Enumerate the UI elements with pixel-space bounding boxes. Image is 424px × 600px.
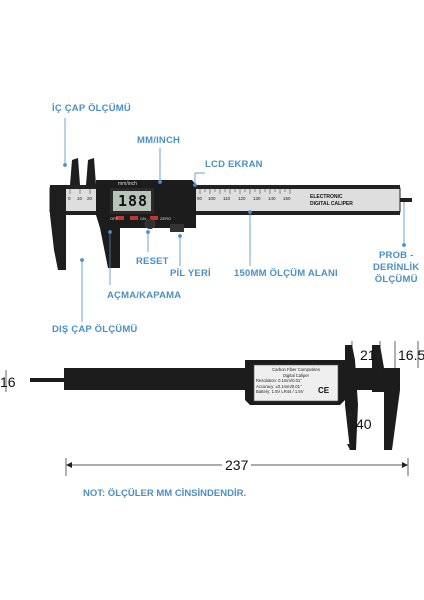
- dim-40: 40: [356, 416, 372, 432]
- callout-lcd: LCD EKRAN: [205, 159, 263, 170]
- beam-title-1: ELECTRONIC: [310, 194, 343, 200]
- callout-battery: PİL YERİ: [170, 268, 211, 279]
- lcd-screen: [113, 191, 151, 211]
- dim-16: 16: [0, 374, 16, 390]
- on-label: ON: [140, 216, 146, 221]
- back-label-line4: Accuracy: ±0.1mm/0.01": [256, 383, 302, 389]
- slider-inner-jaw: [86, 158, 96, 185]
- back-label-text: Carbon Fiber Composites Digital Caliper …: [256, 367, 336, 395]
- zero-button[interactable]: [150, 216, 158, 220]
- back-label-line1: Carbon Fiber Composites: [272, 367, 320, 372]
- on-button[interactable]: [130, 216, 138, 220]
- callout-reset: RESET: [136, 256, 169, 267]
- tick-120: 120: [238, 196, 246, 201]
- back-fixed-jaw: [372, 345, 400, 450]
- mm-inch-label: mm/inch: [118, 181, 137, 187]
- tick-150: 150: [283, 196, 291, 201]
- tick-0: 0: [68, 196, 71, 201]
- beam-scale-ticks: [69, 189, 291, 194]
- dim-16-5: 16.5: [398, 347, 424, 363]
- off-label: OFF: [110, 216, 118, 221]
- tick-100: 100: [208, 196, 216, 201]
- off-button[interactable]: [116, 216, 124, 220]
- callout-probe-line2: DERİNLİK: [373, 262, 420, 273]
- depth-probe: [400, 198, 412, 202]
- tick-110: 110: [223, 196, 231, 201]
- dim-21: 21: [360, 347, 376, 363]
- callout-probe-line1: PROB -: [379, 250, 414, 261]
- units-note: NOT: ÖLÇÜLER MM CİNSİNDENDİR.: [83, 488, 247, 499]
- fixed-outer-jaw: [50, 185, 66, 270]
- callout-outer-measure: DIŞ ÇAP ÖLÇÜMÜ: [52, 324, 138, 335]
- back-label-line2: Digital Caliper: [282, 372, 310, 378]
- callout-probe-line3: ÖLÇÜMÜ: [374, 274, 418, 285]
- back-label-line5: Battery: 1.5V LR44 / 1.5V: [256, 389, 304, 395]
- tick-10: 10: [77, 196, 83, 201]
- back-label-line3: Resolution: 0.1mm/0.01": [256, 378, 302, 384]
- tick-140: 140: [268, 196, 276, 201]
- back-label-plate: [253, 364, 339, 402]
- thumb-wheel: [170, 224, 184, 232]
- callout-onoff: AÇMA/KAPAMA: [107, 290, 182, 301]
- dim-237: 237: [222, 457, 252, 473]
- tick-130: 130: [253, 196, 261, 201]
- battery-cover: [144, 218, 156, 230]
- ce-mark: CE: [318, 386, 330, 395]
- callout-inner-measure: İÇ ÇAP ÖLÇÜMÜ: [52, 103, 131, 114]
- back-slider-jaw: [345, 345, 358, 450]
- callout-probe: PROB - DERİNLİK ÖLÇÜMÜ: [373, 250, 419, 286]
- callout-mm-inch: MM/INCH: [137, 135, 181, 146]
- tick-90: 90: [197, 196, 203, 201]
- beam-title-2: DIGITAL CALIPER: [310, 201, 353, 207]
- callout-range: 150MM ÖLÇÜM ALANI: [234, 268, 338, 279]
- lcd-readout: 188: [117, 192, 149, 210]
- tick-20: 20: [87, 196, 93, 201]
- fixed-inner-jaw: [70, 158, 80, 185]
- zero-label: ZERO: [160, 216, 172, 221]
